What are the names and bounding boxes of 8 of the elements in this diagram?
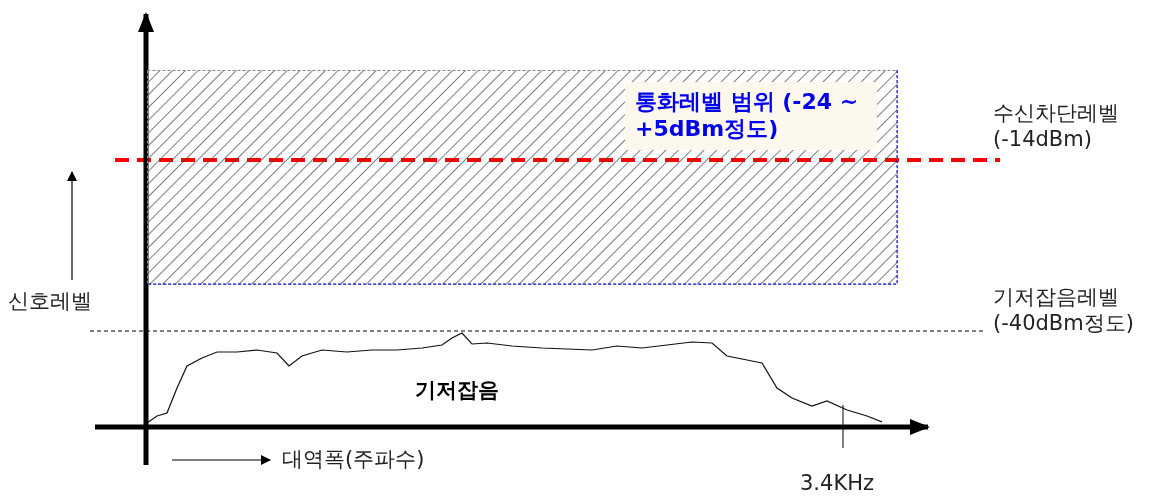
noise-label: 기저잡음 xyxy=(415,377,499,404)
tick-label: 3.4KHz xyxy=(800,470,874,496)
level-label: 수신차단레벨 (-14dBm) xyxy=(993,100,1120,152)
range-label: 통화레벨 범위 (-24 ~ +5dBm정도) xyxy=(625,82,877,150)
axis-label: 신호레벨 xyxy=(8,288,92,314)
level-label: 기저잡음레벨 (-40dBm정도) xyxy=(993,284,1135,336)
hatched-band xyxy=(147,70,898,285)
axis-label: 대역폭(주파수) xyxy=(282,446,425,472)
